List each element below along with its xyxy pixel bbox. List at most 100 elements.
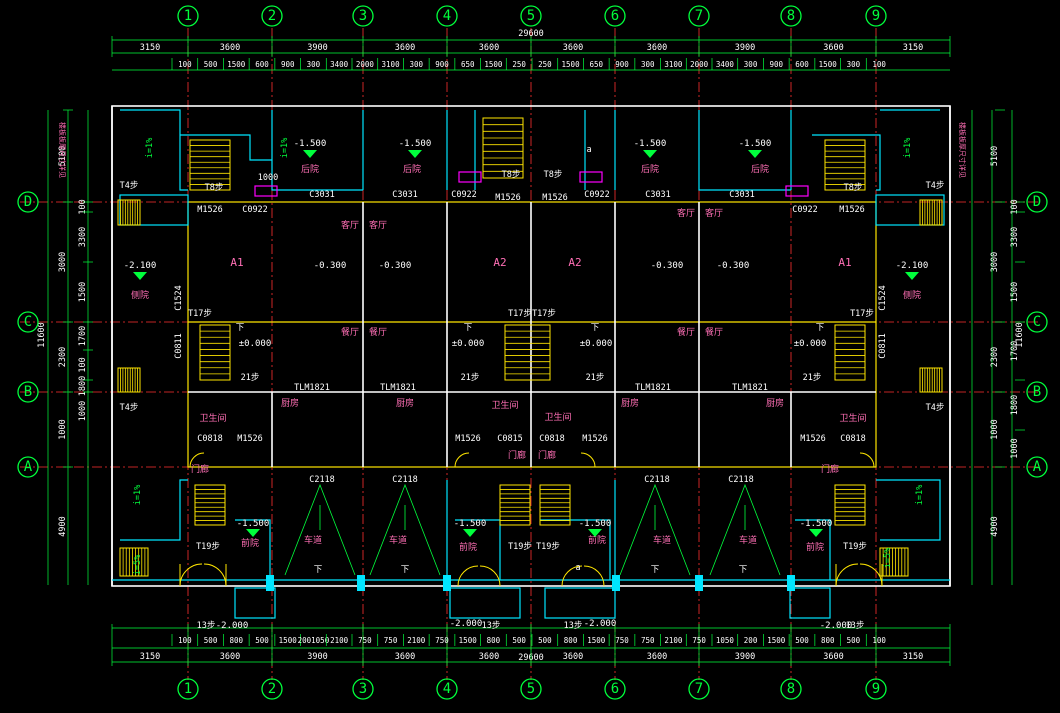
window-symbols (254, 171, 809, 197)
code-m1526-7: M1526 (582, 434, 608, 444)
grid-bubble-7-top: 7 (688, 5, 710, 27)
label-front-yard-1: 前院 (241, 537, 259, 549)
stair-9 (117, 367, 141, 393)
code-tlm1821-4: TLM1821 (732, 383, 768, 393)
top-sub-dim-value: 900 (770, 60, 784, 69)
stair-14 (834, 484, 866, 526)
grid-bubble-label: C (24, 314, 32, 330)
bottom-dim-value: 3600 (563, 652, 583, 662)
code-c0922-2: C0922 (451, 190, 477, 200)
label-bath-4: 卫生间 (839, 412, 866, 424)
stair-5 (919, 199, 943, 226)
left-sub-dim-value: 1500 (78, 282, 88, 302)
front-yard-walls (112, 479, 950, 619)
gate-pillar-3 (443, 575, 451, 591)
grid-bubble-label: 7 (695, 681, 703, 697)
bottom-sub-dim-value: 2001050 (298, 636, 330, 645)
grid-bubble-5-bottom: 5 (520, 678, 542, 700)
bottom-dim-value: 3900 (735, 652, 755, 662)
code-t17-3: T17步 (532, 309, 556, 319)
label-front-yard-2: 前院 (459, 541, 477, 553)
level-living-2: -0.300 (379, 261, 412, 271)
top-sub-dim-value: 300 (744, 60, 758, 69)
code-t17-4: T17步 (850, 309, 874, 319)
stair-11 (194, 484, 226, 526)
top-dim-value: 3150 (903, 43, 923, 53)
top-sub-dim-value: 1500 (562, 60, 581, 69)
grid-bubble-label: D (1033, 194, 1041, 210)
slope-note-6: i=5% (133, 555, 143, 575)
gate-pillar-6 (787, 575, 795, 591)
grid-bubble-label: 7 (695, 8, 703, 24)
unit-label-3: A2 (568, 256, 581, 269)
code-t13-4: 13步 (846, 621, 865, 631)
left-dim-value: 3000 (58, 252, 68, 272)
code-c3031-4: C3031 (729, 190, 755, 200)
grid-bubble-label: 5 (527, 8, 535, 24)
code-t21-1: 21步 (241, 373, 260, 383)
label-living-1: 客厅 (341, 219, 359, 231)
code-t13-3: 13步 (564, 621, 583, 631)
slope-note-2: i=1% (280, 138, 290, 158)
left-dim-value: 1000 (58, 419, 68, 439)
bottom-sub-dim-value: 800 (821, 636, 835, 645)
code-t8-1: T8步 (205, 183, 224, 193)
room-labels: 后院 后院 后院 后院 客厅 客厅 客厅 客厅 A1 A2 A2 A1 侧院 侧… (131, 163, 921, 553)
top-dim-value: 3900 (735, 43, 755, 53)
gate-pillar-4 (612, 575, 620, 591)
code-c1524-1: C1524 (174, 285, 184, 311)
code-t4-3: T4步 (120, 403, 139, 413)
code-c0922-1: C0922 (242, 205, 268, 215)
level-front-2: -1.500 (454, 519, 487, 529)
left-sub-dim-value: 100 (78, 199, 88, 214)
label-dining-3: 餐厅 (677, 326, 695, 338)
unit-label-4: A1 (838, 256, 851, 269)
level-side-2: -2.100 (896, 261, 929, 271)
bottom-dim-value: 3600 (395, 652, 415, 662)
down-note-8: 下 (739, 565, 748, 575)
left-sub-dim-value: 1700 (78, 326, 88, 346)
grid-bubble-8-bottom: 8 (780, 678, 802, 700)
code-m1526-6: M1526 (455, 434, 481, 444)
grid-bubble-4-bottom: 4 (436, 678, 458, 700)
stair-13 (539, 484, 571, 526)
code-c0811-1: C0811 (174, 333, 184, 359)
bottom-sub-dim-value: 1500 (767, 636, 786, 645)
bottom-dim-value: 3600 (479, 652, 499, 662)
code-m1526-5: M1526 (237, 434, 263, 444)
unit-label-1: A1 (230, 256, 243, 269)
down-note-2: 下 (464, 323, 473, 333)
label-foyer-1: 门廊 (191, 463, 209, 475)
bottom-sub-dim-value: 100 (178, 636, 192, 645)
grid-bubble-7-bottom: 7 (688, 678, 710, 700)
code-c0818-2: C0818 (539, 434, 565, 444)
down-note-1: 下 (236, 323, 245, 333)
level-street-1: -2.000 (216, 621, 249, 631)
top-sub-dim-value: 600 (795, 60, 809, 69)
left-sub-dim-value: 1800 (78, 376, 88, 396)
grid-bubble-label: 6 (611, 8, 619, 24)
code-c0922-3: C0922 (584, 190, 610, 200)
slope-note-4: i=1% (133, 485, 143, 505)
label-driveway-2: 车道 (389, 534, 407, 546)
grid-bubble-label: 8 (787, 8, 795, 24)
label-driveway-3: 车道 (653, 534, 671, 546)
grid-bubble-6-bottom: 6 (604, 678, 626, 700)
grid-bubble-label: 4 (443, 8, 451, 24)
level-dining-3: ±0.000 (580, 339, 613, 349)
level-front-4: -1.500 (800, 519, 833, 529)
label-dining-4: 餐厅 (705, 326, 723, 338)
bottom-sub-dim-value: 2100 (407, 636, 426, 645)
left-dim-value: 2300 (58, 347, 68, 367)
bottom-dim-value: 3600 (647, 652, 667, 662)
grid-bubble-label: A (1033, 459, 1042, 475)
down-note-4: 下 (816, 323, 825, 333)
grid-bubble-9-bottom: 9 (865, 678, 887, 700)
left-dim-value: 4900 (58, 516, 68, 536)
bottom-dim-value: 3900 (307, 652, 327, 662)
right-total-dim: 11600 (1015, 322, 1025, 348)
top-sub-dim-value: 300 (641, 60, 655, 69)
bottom-sub-dim-value: 2100 (330, 636, 349, 645)
level-back-2: -1.500 (399, 139, 432, 149)
